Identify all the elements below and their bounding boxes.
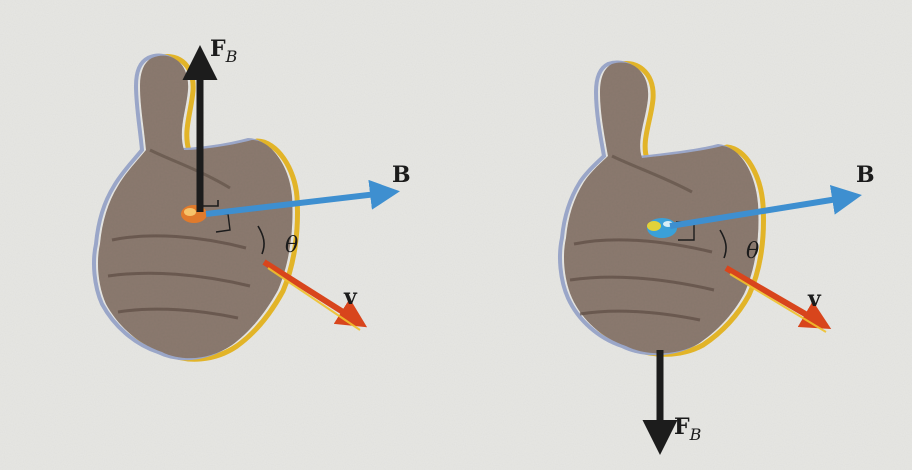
right-angle-label: θ [746, 239, 759, 264]
left-angle-label: θ [285, 233, 298, 258]
left-field-label: B [392, 162, 411, 188]
left-velocity-label: v [343, 284, 358, 310]
right-force-subscript: B [689, 425, 702, 444]
left-force-subscript: B [225, 47, 238, 66]
right-field-label: B [856, 162, 875, 188]
right-velocity-label: v [807, 286, 822, 312]
